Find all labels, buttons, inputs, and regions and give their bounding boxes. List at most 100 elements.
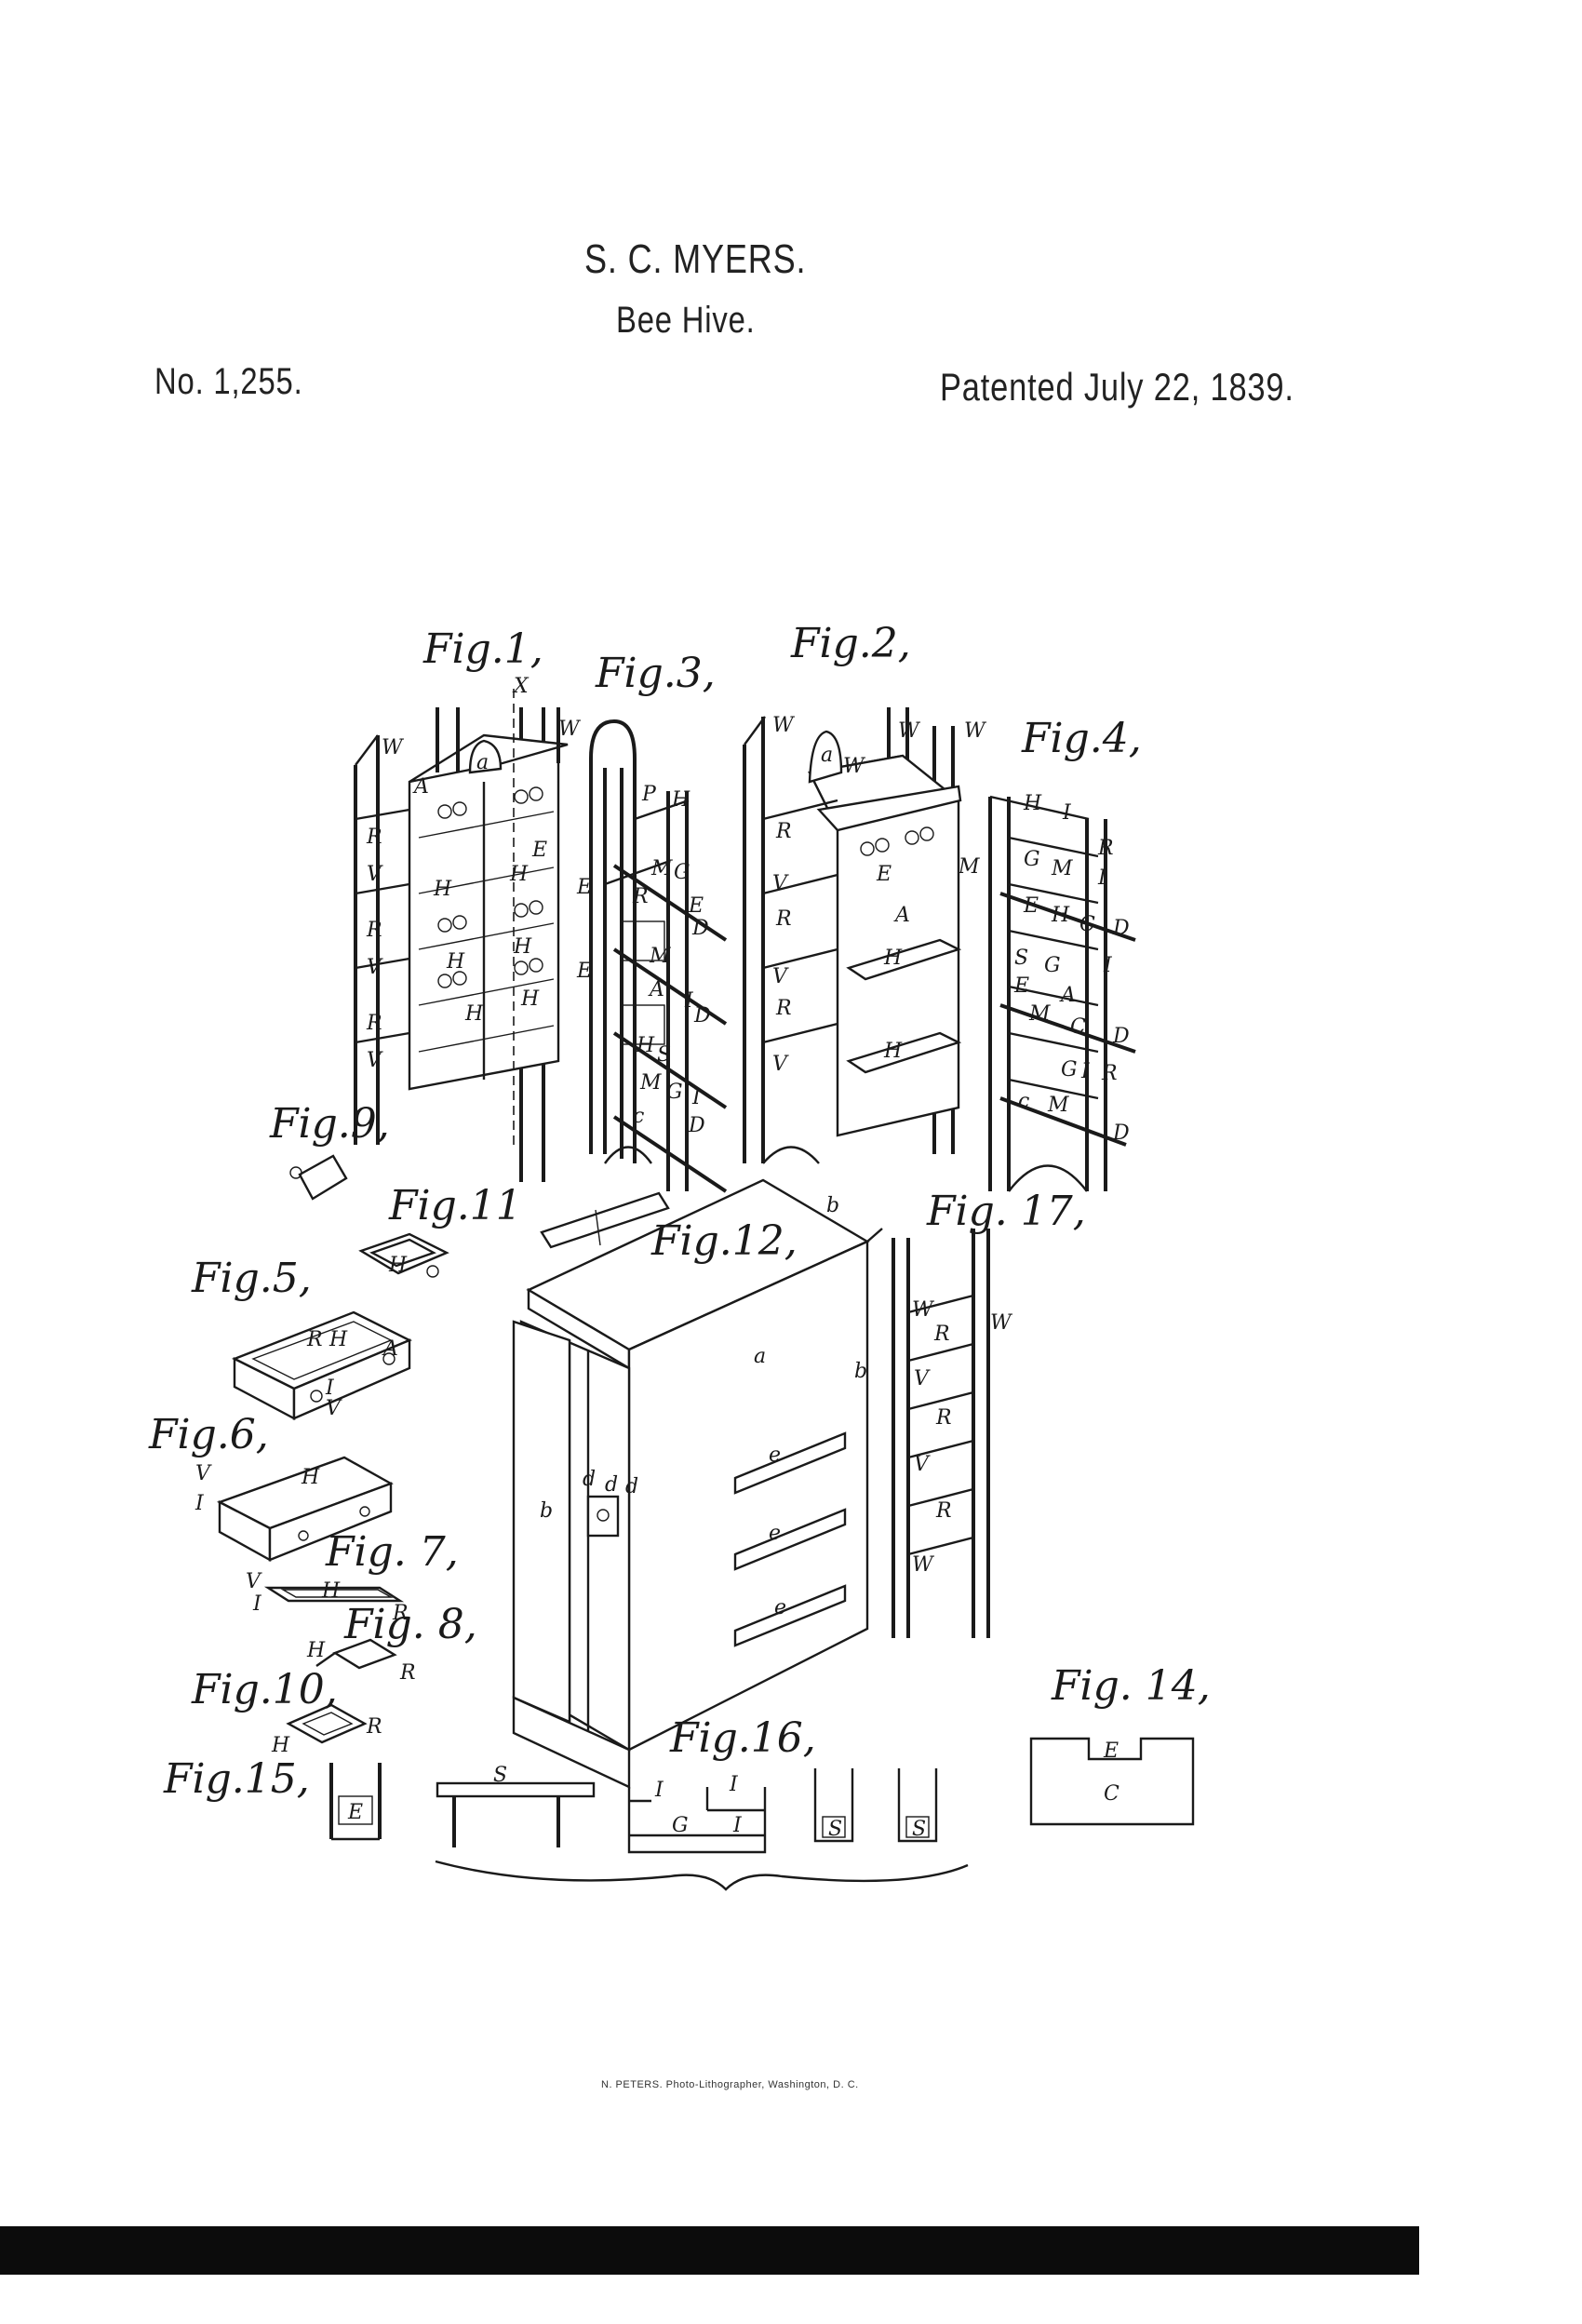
- letter-v: V: [326, 1397, 342, 1420]
- fig5-label: Fig.5,: [191, 1255, 312, 1302]
- fig9-drawing: [289, 1154, 348, 1201]
- fig14-label: Fig. 14,: [1051, 1662, 1211, 1710]
- letter-m: M: [639, 1071, 662, 1095]
- fig7-drawing: [263, 1586, 405, 1603]
- letter-d: D: [688, 1114, 705, 1137]
- letter-e: E: [576, 876, 592, 899]
- letter-r: R: [366, 1012, 382, 1035]
- letter-m: M: [650, 857, 673, 880]
- letter-e: E: [1103, 1740, 1119, 1763]
- scan-edge-bar: [0, 2226, 1419, 2275]
- letter-e: E: [688, 894, 704, 918]
- patented-date: Patented July 22, 1839.: [940, 365, 1294, 409]
- letter-w: W: [772, 714, 796, 737]
- fig11-label: Fig.11: [388, 1182, 522, 1229]
- letter-d: D: [1112, 917, 1130, 940]
- lithographer-credit: N. PETERS. Photo-Lithographer, Washingto…: [601, 2079, 859, 2090]
- fig17-label: Fig. 17,: [926, 1188, 1086, 1235]
- letter-s: S: [912, 1818, 926, 1841]
- letter-r: R: [935, 1499, 952, 1523]
- letter-h: H: [1051, 904, 1070, 927]
- letter-c: c: [633, 1105, 644, 1128]
- fig12-drawing: [512, 1178, 883, 1789]
- letter-e: e: [774, 1596, 786, 1619]
- letter-h: H: [433, 878, 452, 901]
- fig3-label: Fig.3,: [595, 650, 716, 697]
- letter-r: R: [775, 820, 792, 843]
- letter-v: V: [914, 1367, 931, 1390]
- letter-h: H: [883, 1040, 903, 1063]
- letter-m: M: [649, 945, 671, 968]
- letter-h: H: [883, 947, 903, 970]
- patent-number: No. 1,255.: [154, 361, 303, 402]
- letter-w: W: [843, 755, 866, 778]
- letter-m: M: [1051, 857, 1073, 880]
- letter-i: I: [1097, 866, 1107, 890]
- fig14-drawing: [1029, 1737, 1195, 1826]
- letter-i: I: [1080, 1060, 1091, 1083]
- letter-h: H: [301, 1466, 320, 1489]
- letter-a: A: [893, 904, 910, 927]
- letter-p: P: [641, 783, 657, 806]
- letter-a: A: [648, 978, 664, 1001]
- letter-e: E: [876, 863, 892, 886]
- letter-v: V: [772, 965, 789, 988]
- letter-a: A: [382, 1337, 398, 1361]
- letter-x: X: [512, 675, 530, 698]
- letter-d: D: [691, 917, 709, 940]
- fig9-label: Fig.9,: [269, 1100, 390, 1148]
- fig8-drawing: [315, 1638, 397, 1670]
- letter-h: H: [464, 1002, 484, 1026]
- letter-r: R: [775, 997, 792, 1020]
- letter-e: E: [531, 839, 547, 862]
- letter-h: H: [306, 1639, 326, 1662]
- letter-c: C: [1079, 913, 1095, 936]
- letter-i: I: [732, 1814, 743, 1837]
- letter-h: H: [509, 863, 529, 886]
- letter-e: e: [769, 1444, 781, 1467]
- letter-h: H: [513, 935, 532, 959]
- letter-h: H: [446, 950, 465, 974]
- letter-m: M: [1028, 1002, 1051, 1026]
- letter-i: I: [684, 989, 694, 1013]
- letter-i: I: [325, 1377, 335, 1400]
- letter-c: C: [1104, 1782, 1119, 1806]
- letter-d: D: [693, 1004, 711, 1028]
- letter-h: H: [271, 1734, 290, 1757]
- letter-r: R: [366, 1715, 382, 1739]
- fig3-drawing: [589, 719, 728, 1193]
- letter-c: C: [1070, 1015, 1086, 1039]
- letter-v: V: [772, 1053, 789, 1076]
- fig12-label: Fig.12,: [650, 1217, 798, 1265]
- letter-w: W: [382, 736, 405, 759]
- letter-g: G: [1024, 848, 1040, 871]
- letter-h: H: [520, 987, 540, 1011]
- letter-b: b: [826, 1194, 839, 1217]
- letter-a: A: [1059, 984, 1076, 1007]
- letter-e: e: [769, 1522, 781, 1545]
- fig15-label: Fig.15,: [163, 1755, 310, 1803]
- inventor-name: S. C. MYERS.: [584, 236, 807, 282]
- letter-c: c: [1018, 1090, 1029, 1113]
- letter-a: A: [412, 775, 429, 799]
- fig11-drawing: [358, 1232, 449, 1278]
- letter-d: D: [1112, 1025, 1130, 1048]
- letter-w: W: [558, 718, 582, 741]
- letter-i: I: [654, 1779, 664, 1802]
- letter-v: V: [367, 1049, 383, 1072]
- letter-b: b: [540, 1499, 553, 1523]
- fig1-label: Fig.1,: [422, 625, 543, 673]
- letter-e: E: [347, 1801, 363, 1824]
- letter-r: R: [775, 907, 792, 931]
- letter-r: R: [1097, 837, 1114, 860]
- letter-h: H: [636, 1034, 655, 1057]
- fig4-label: Fig.4,: [1021, 715, 1142, 762]
- letter-v: V: [772, 872, 789, 895]
- letter-i: I: [252, 1592, 262, 1616]
- letter-e: E: [1023, 894, 1039, 918]
- letter-r: R: [366, 826, 382, 849]
- letter-v: V: [246, 1570, 262, 1593]
- letter-r: R: [399, 1661, 416, 1685]
- letter-w: W: [990, 1311, 1013, 1335]
